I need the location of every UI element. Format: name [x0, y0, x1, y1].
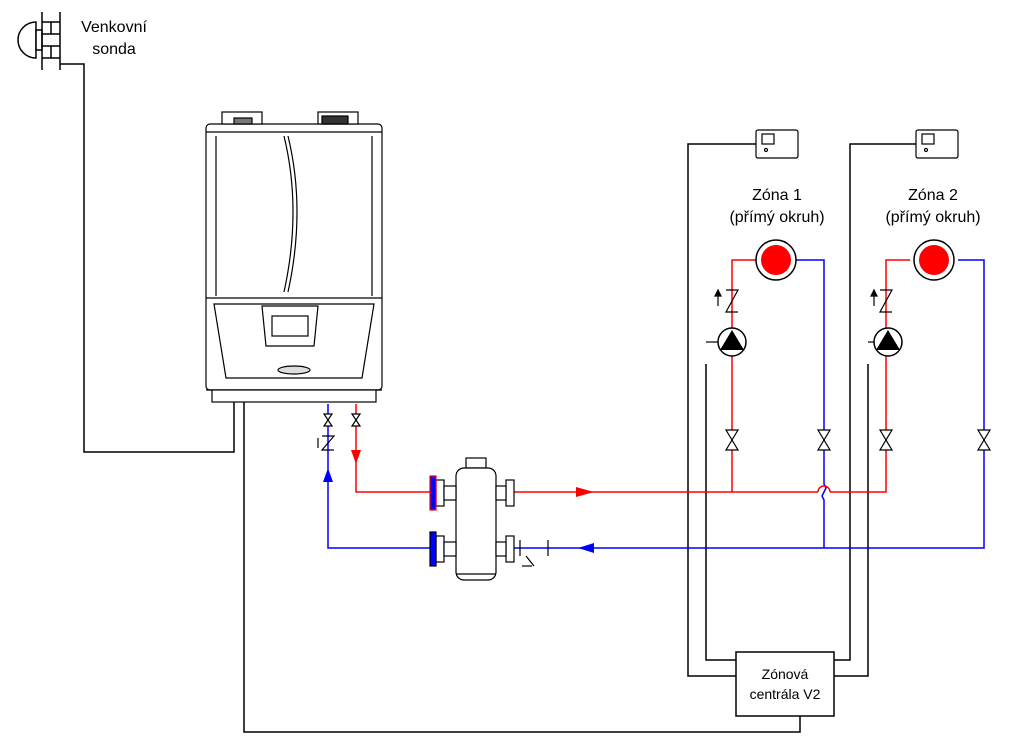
outdoor-sensor-label-line1: Venkovní — [81, 19, 147, 36]
return-piping — [327, 259, 985, 549]
outdoor-sensor-label-line2: sonda — [92, 41, 136, 58]
zone-2-title: Zóna 2 — [908, 187, 958, 204]
drain-valve-icon — [519, 540, 549, 567]
ball-valve-icon — [878, 429, 992, 451]
control-wiring — [60, 63, 916, 733]
check-valve-icon — [317, 435, 336, 451]
supply-piping — [355, 259, 910, 493]
zone-control-unit — [735, 651, 835, 717]
zone-1-circuit — [706, 129, 832, 451]
ball-valve-icon — [322, 413, 362, 427]
pump-icon — [868, 327, 903, 357]
check-valve-icon — [870, 288, 894, 313]
return-flow-arrow — [578, 543, 594, 553]
boiler-unit — [205, 111, 383, 403]
supply-flow-arrow — [576, 487, 594, 497]
hydraulic-separator-icon — [429, 457, 515, 581]
outdoor-sensor-icon — [17, 12, 61, 70]
supply-flow-arrow — [351, 450, 361, 464]
control-unit-label-line1: Zónová — [761, 666, 809, 682]
ball-valve-icon — [724, 429, 832, 451]
zone-2-circuit — [868, 129, 992, 451]
pump-icon — [706, 327, 747, 357]
room-thermostat-icon — [755, 129, 799, 159]
room-thermostat-icon — [915, 129, 959, 159]
control-unit-label-line2: centrála V2 — [749, 686, 821, 702]
zone-1-subtitle: (přímý okruh) — [729, 209, 825, 226]
zone-1-title: Zóna 1 — [752, 187, 802, 204]
zone-2-subtitle: (přímý okruh) — [885, 209, 981, 226]
return-flow-arrow — [323, 468, 333, 482]
check-valve-icon — [714, 288, 740, 313]
